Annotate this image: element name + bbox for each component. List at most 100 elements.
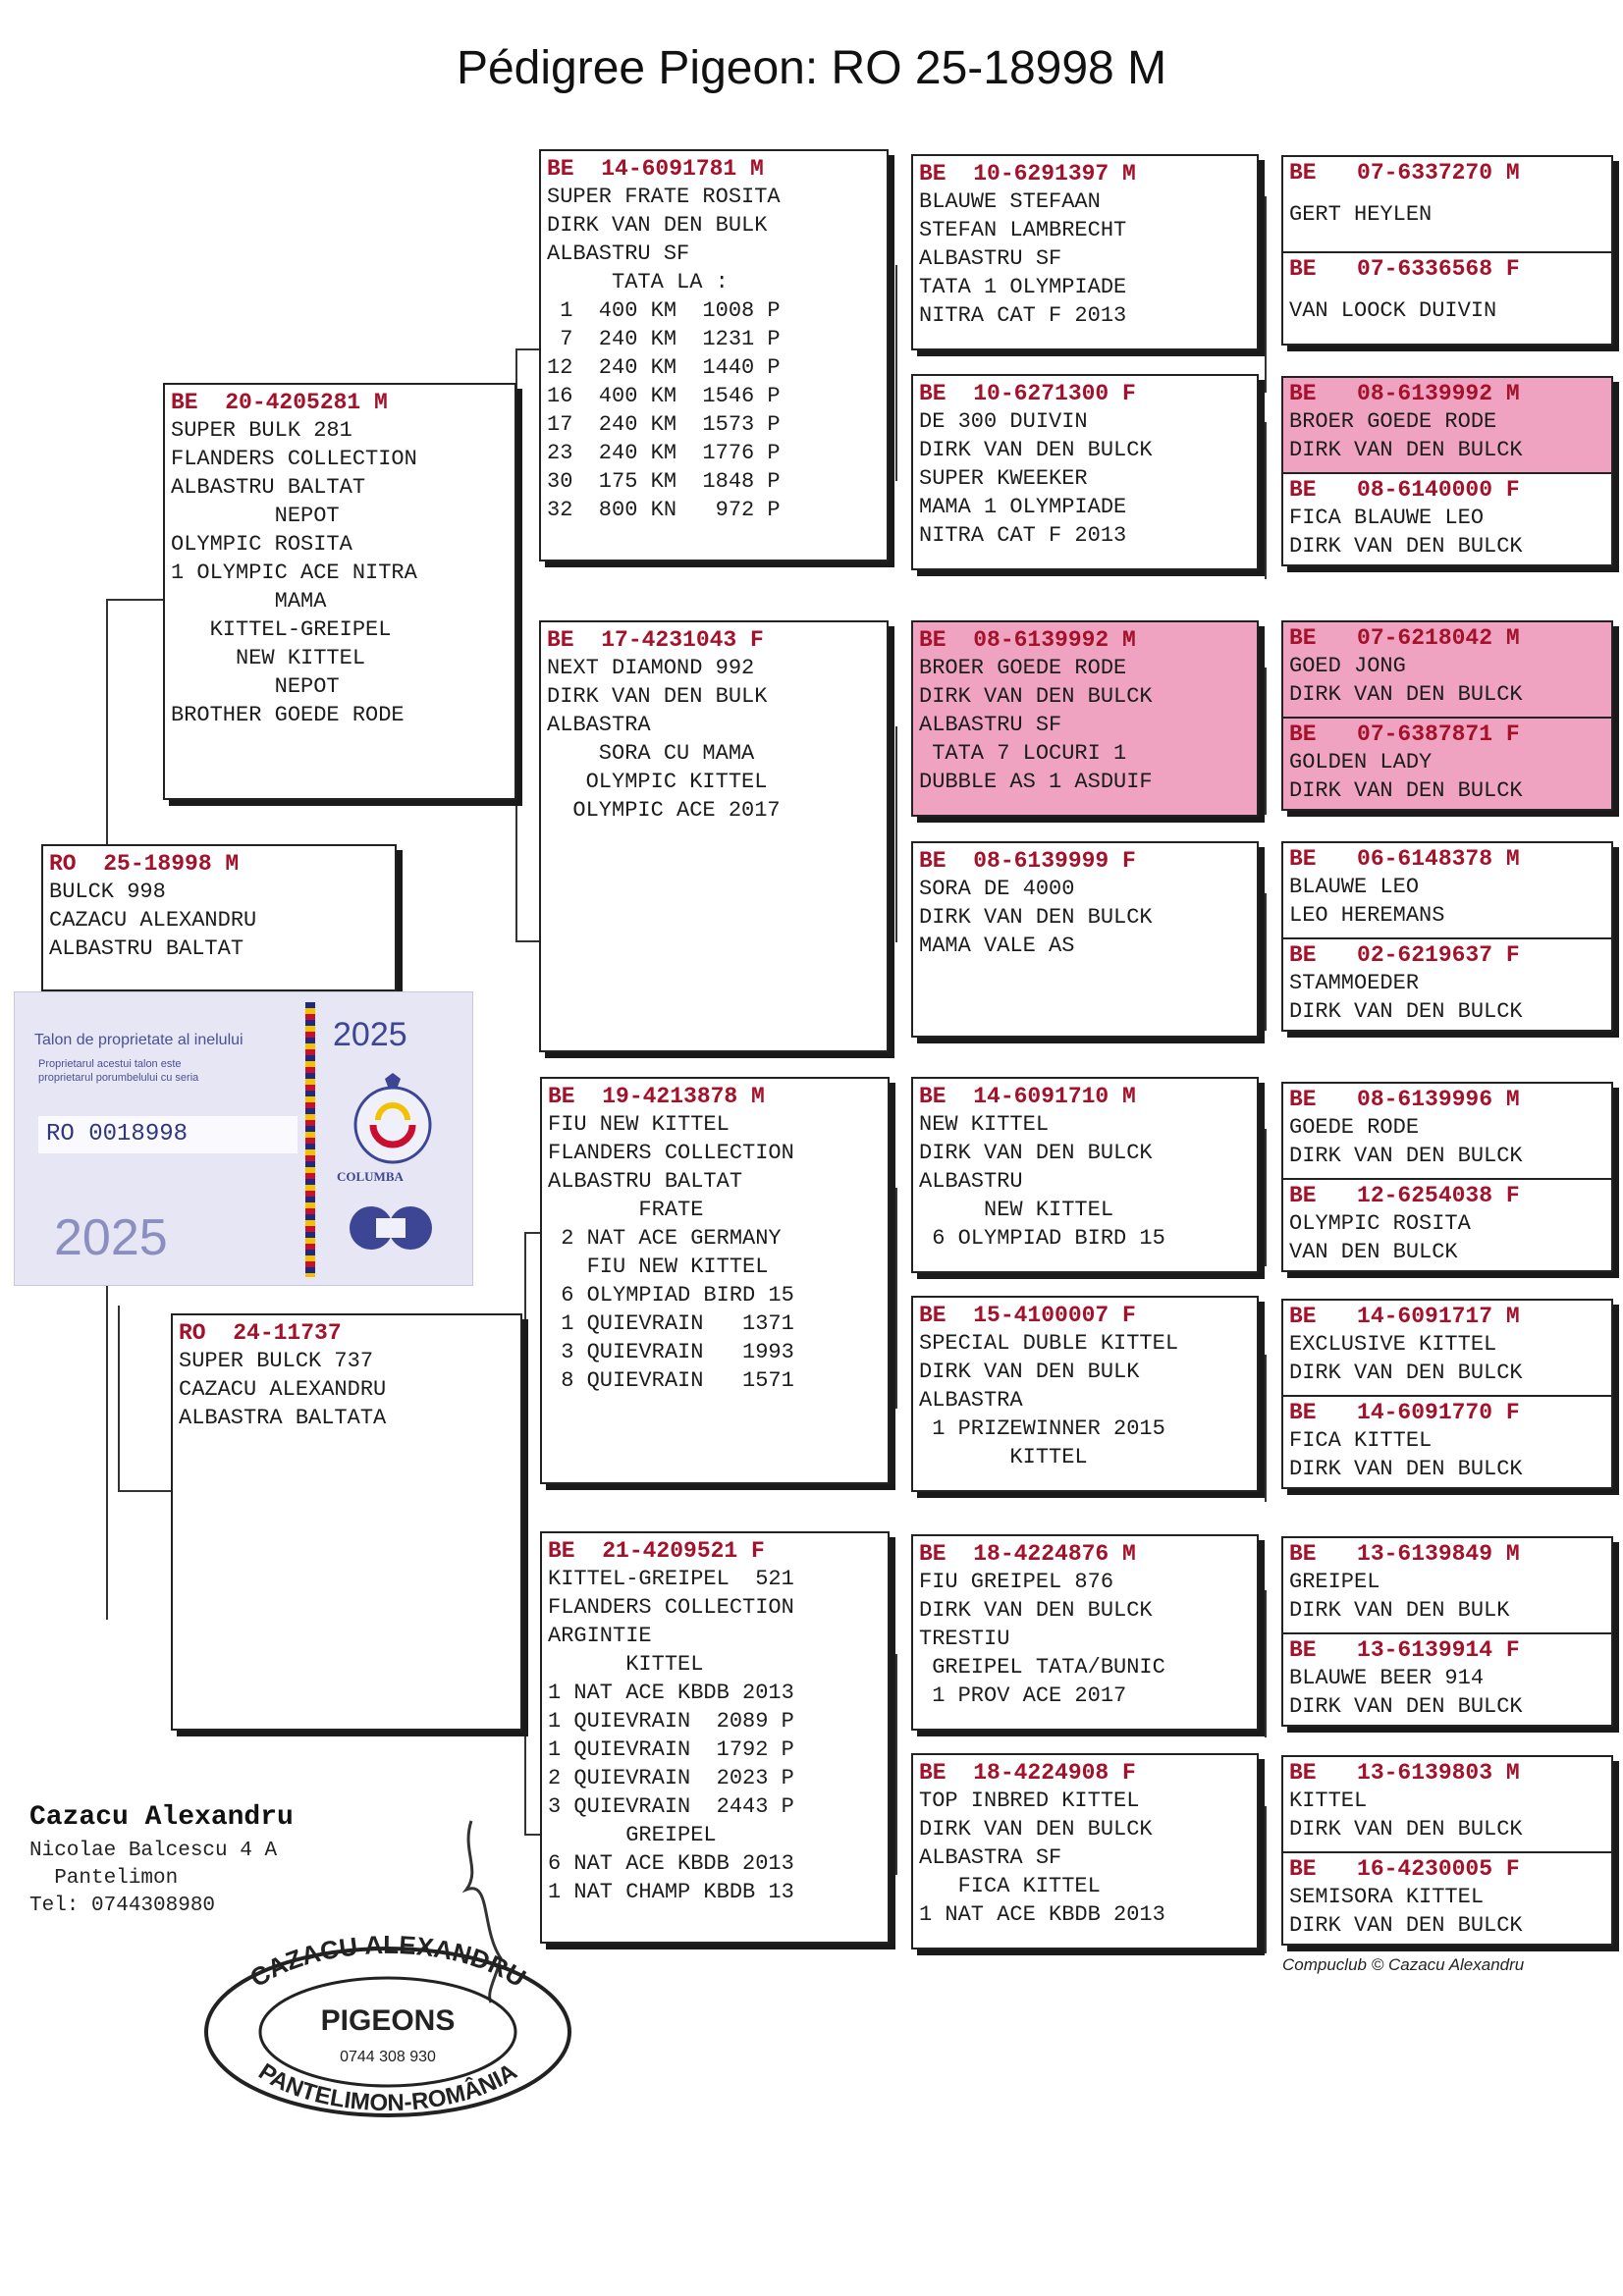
detail-line: SUPER FRATE ROSITA	[547, 185, 781, 209]
connector-line	[515, 940, 539, 942]
result-line: 2 QUIEVRAIN 2023 P	[548, 1766, 794, 1790]
detail-line: SORA DE 4000	[919, 877, 1075, 901]
detail-line: ALBASTRA BALTATA	[179, 1406, 387, 1430]
signature	[461, 1820, 503, 2003]
detail-line: BLAUWE LEO	[1289, 875, 1420, 899]
ring-number: BE 15-4100007 F	[919, 1303, 1136, 1328]
connector-line	[1265, 196, 1267, 393]
detail-line: DIRK VAN DEN BULCK	[919, 438, 1153, 462]
detail-line: DIRK VAN DEN BULCK	[1289, 1817, 1523, 1842]
connector-line	[1265, 667, 1267, 815]
detail-line: OLYMPIC KITTEL	[547, 770, 768, 794]
result-line: 1 QUIEVRAIN 2089 P	[548, 1709, 794, 1734]
result-line: 16 400 KM 1546 P	[547, 384, 781, 408]
footer-credit: Compuclub © Cazacu Alexandru	[1282, 1955, 1525, 1974]
detail-line: FRATE	[548, 1198, 704, 1222]
ring-number: BE 19-4213878 M	[548, 1084, 765, 1109]
result-line: 17 240 KM 1573 P	[547, 412, 781, 437]
detail-line: FICA KITTEL	[919, 1874, 1101, 1898]
detail-line: DIRK VAN DEN BULK	[1289, 1598, 1510, 1623]
detail-line: SORA CU MAMA	[547, 741, 755, 766]
detail-line: FLANDERS COLLECTION	[548, 1141, 794, 1165]
detail-line: SUPER BULK 281	[171, 418, 352, 443]
detail-line: ALBASTRU SF	[547, 241, 690, 266]
detail-line: DIRK VAN DEN BULCK	[919, 1817, 1153, 1842]
detail-line: BLAUWE BEER 914	[1289, 1666, 1485, 1690]
detail-line: DIRK VAN DEN BULCK	[1289, 682, 1523, 707]
detail-line: DIRK VAN DEN BULCK	[919, 1598, 1153, 1623]
ring-number: BE 21-4209521 F	[548, 1538, 765, 1564]
detail-line: GOEDE RODE	[1289, 1115, 1420, 1140]
ring-card-year-watermark: 2025	[54, 1209, 168, 1266]
detail-line: ALBASTRU SF	[919, 713, 1062, 737]
detail-line: MAMA VALE AS	[919, 934, 1075, 958]
pedigree-box-gen3: BE 18-4224876 M FIU GREIPEL 876 DIRK VAN…	[911, 1534, 1259, 1731]
detail-line: FLANDERS COLLECTION	[548, 1595, 794, 1620]
detail-line: VAN DEN BULCK	[1289, 1240, 1458, 1264]
detail-line: BROTHER GOEDE RODE	[171, 703, 405, 727]
connector-line	[515, 348, 539, 350]
pedigree-box-gen2: BE 17-4231043 F NEXT DIAMOND 992 DIRK VA…	[539, 620, 889, 1052]
ring-number: BE 08-6139996 M	[1289, 1087, 1520, 1112]
result-line: 1 400 KM 1008 P	[547, 298, 781, 323]
pedigree-entry-highlighted: BE 08-6139992 M BROER GOEDE RODE DIRK VA…	[1283, 378, 1611, 472]
detail-line: NITRA CAT F 2013	[919, 303, 1127, 328]
detail-line: NEPOT	[171, 504, 340, 528]
detail-line: 2 NAT ACE GERMANY	[548, 1226, 782, 1251]
detail-line: 1 PRIZEWINNER 2015	[919, 1416, 1165, 1441]
columba-logo-icon	[353, 1073, 432, 1164]
detail-line: CAZACU ALEXANDRU	[179, 1377, 387, 1402]
detail-line: 1 NAT CHAMP KBDB 13	[548, 1880, 794, 1904]
ring-card-label: Talon de proprietate al inelului	[34, 1032, 243, 1048]
connector-line	[1265, 893, 1267, 1031]
detail-line: NEW KITTEL	[919, 1198, 1114, 1222]
owner-phone: Tel: 0744308980	[29, 1895, 216, 1917]
pedigree-pair-gen4: BE 08-6139992 M BROER GOEDE RODE DIRK VA…	[1281, 376, 1613, 566]
pedigree-pair-gen4-highlighted: BE 07-6218042 M GOED JONG DIRK VAN DEN B…	[1281, 620, 1613, 811]
detail-line: DE 300 DUIVIN	[919, 409, 1088, 434]
ring-number: BE 18-4224876 M	[919, 1541, 1136, 1567]
pedigree-entry: BE 07-6336568 F VAN LOOCK DUIVIN	[1283, 251, 1611, 344]
detail-line: ALBASTRU BALTAT	[49, 936, 244, 961]
detail-line: 6 OLYMPIAD BIRD 15	[919, 1226, 1165, 1251]
detail-line: 1 PROV ACE 2017	[919, 1683, 1127, 1708]
pedigree-entry: BE 07-6337270 M GERT HEYLEN	[1283, 157, 1611, 251]
federation-logo-icon	[350, 1206, 432, 1250]
detail-line: 6 OLYMPIAD BIRD 15	[548, 1283, 794, 1308]
breeder-stamp: CAZACU ALEXANDRU PANTELIMON-ROMÂNIA PIGE…	[204, 1930, 571, 2117]
detail-line: LEO HEREMANS	[1289, 903, 1445, 928]
ring-number: BE 06-6148378 M	[1289, 846, 1520, 872]
connector-line	[1265, 1590, 1267, 1737]
ring-number: RO 25-18998 M	[49, 851, 240, 877]
ring-number: BE 08-6139992 M	[919, 627, 1136, 653]
ring-number: BE 02-6219637 F	[1289, 942, 1520, 968]
ring-ownership-card: Talon de proprietate al inelului Proprie…	[14, 991, 473, 1286]
detail-line: DIRK VAN DEN BULCK	[1289, 778, 1523, 803]
detail-line: SEMISORA KITTEL	[1289, 1885, 1485, 1909]
detail-line: SUPER BULCK 737	[179, 1349, 374, 1373]
connector-line	[895, 726, 897, 942]
result-line: 32 800 KN 972 P	[547, 498, 781, 522]
result-line: 7 240 KM 1231 P	[547, 327, 781, 351]
ring-number: BE 13-6139803 M	[1289, 1760, 1520, 1786]
detail-line: DIRK VAN DEN BULK	[547, 684, 768, 709]
detail-line: DIRK VAN DEN BULCK	[1289, 1361, 1523, 1385]
detail-line: OLYMPIC ROSITA	[171, 532, 352, 557]
detail-line: MAMA	[171, 589, 327, 614]
pedigree-box-gen2: BE 14-6091781 M SUPER FRATE ROSITA DIRK …	[539, 149, 889, 561]
pedigree-entry: BE 02-6219637 F STAMMOEDER DIRK VAN DEN …	[1283, 937, 1611, 1030]
ring-number: BE 07-6218042 M	[1289, 625, 1520, 651]
detail-line: OLYMPIC ROSITA	[1289, 1211, 1471, 1236]
detail-line: 1 NAT ACE KBDB 2013	[548, 1681, 794, 1705]
ring-card-note: Proprietarul acestui talon este propriet…	[38, 1058, 199, 1084]
detail-line: GREIPEL	[548, 1823, 717, 1847]
result-line: 30 175 KM 1848 P	[547, 469, 781, 494]
detail-line: KITTEL	[548, 1652, 704, 1677]
owner-name: Cazacu Alexandru	[29, 1802, 294, 1833]
connector-line	[1265, 1355, 1267, 1502]
detail-line: NITRA CAT F 2013	[919, 523, 1127, 548]
pedigree-entry: BE 14-6091717 M EXCLUSIVE KITTEL DIRK VA…	[1283, 1301, 1611, 1395]
ring-number: BE 08-6139992 M	[1289, 381, 1520, 406]
detail-line: CAZACU ALEXANDRU	[49, 908, 257, 933]
result-line: 8 QUIEVRAIN 1571	[548, 1368, 794, 1393]
